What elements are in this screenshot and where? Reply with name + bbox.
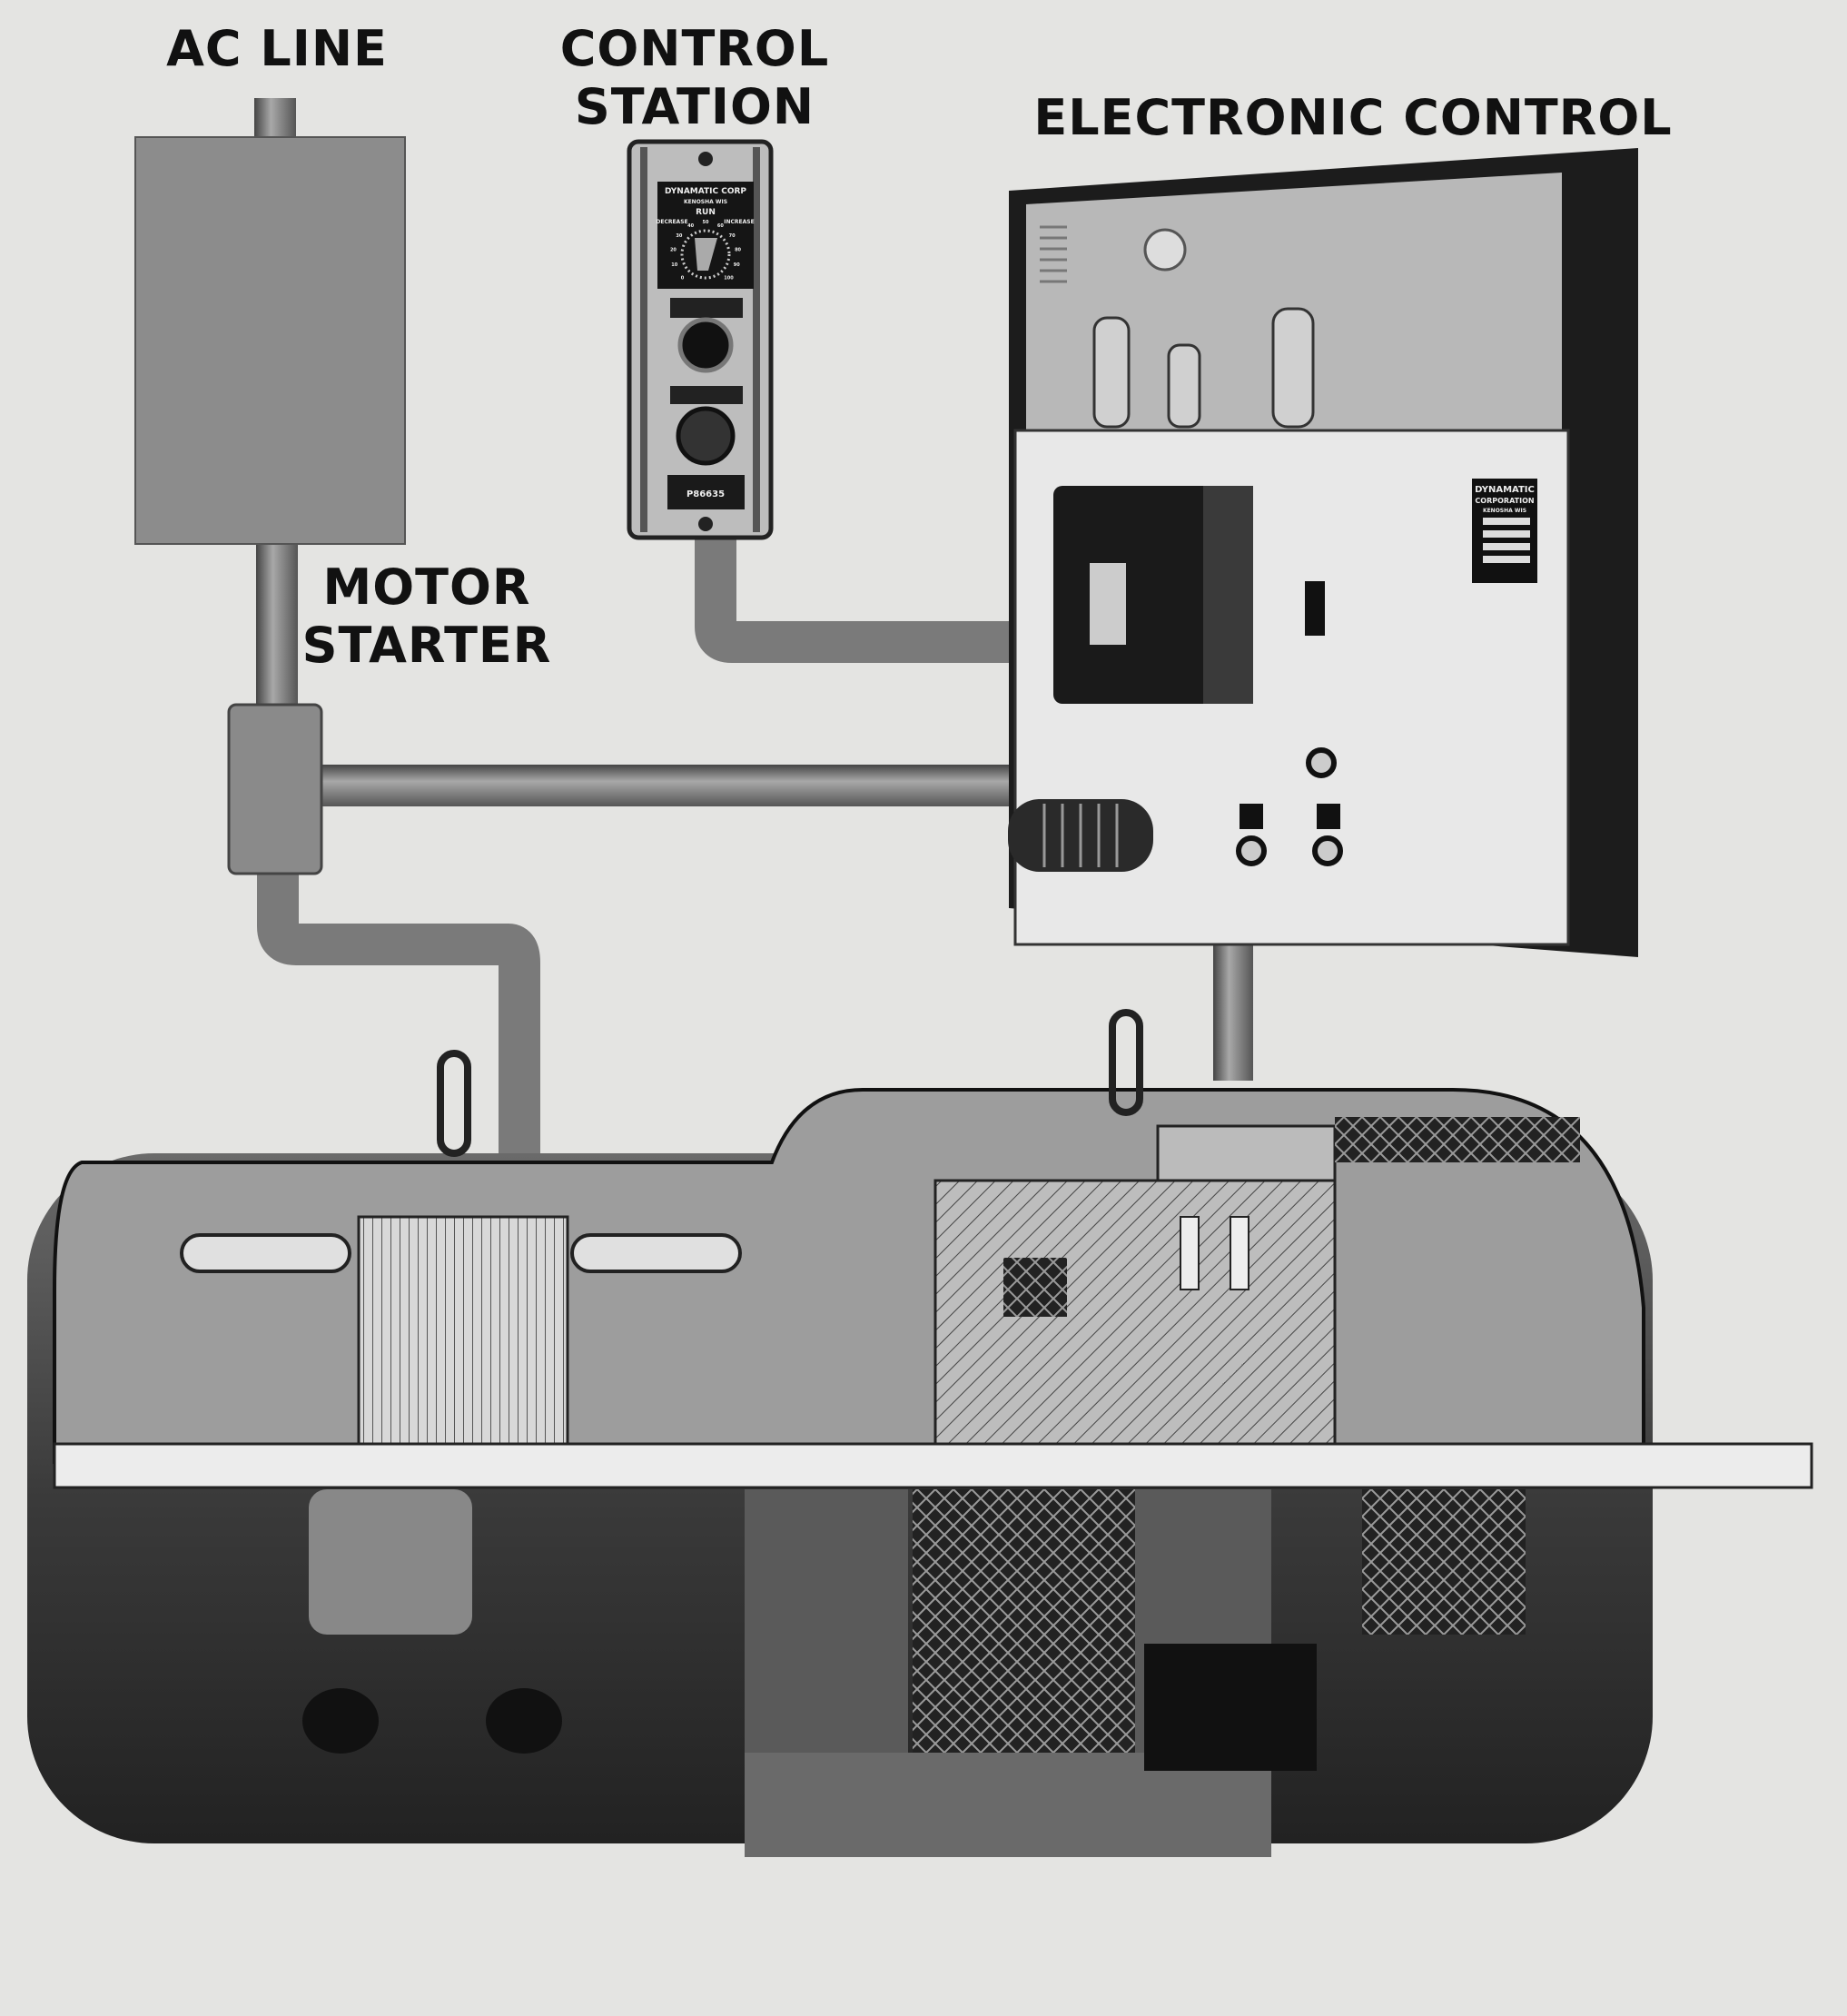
speed-knob[interactable] [695,238,717,271]
control-station-maker: DYNAMATIC CORP [665,187,746,196]
motor-starter-label-line2: STARTER [301,617,552,674]
dial-tick-label: 30 [676,233,682,239]
vacuum-tube [1271,307,1315,429]
decrease-label: DECREASE [656,219,687,225]
vacuum-tube [1167,343,1201,429]
control-station-label-line2: STATION [574,78,815,135]
motor-starter-label-line1: MOTOR [322,558,531,616]
dial-tick-label: 90 [734,262,740,268]
vacuum-tube [1092,316,1131,429]
electronic-control-label: ELECTRONIC CONTROL [1033,89,1673,146]
speed-dial[interactable] [680,229,731,280]
dial-tick-label: 0 [681,275,685,281]
dial-tick-label: 40 [687,223,694,229]
nameplate-maker2: CORPORATION [1475,497,1534,505]
electronic-control-cabinet: DYNAMATIC CORPORATION KENOSHA WIS [1008,148,1638,957]
start-button[interactable] [677,317,734,373]
dial-tick-label: 100 [724,275,734,281]
adjust-knob[interactable] [1312,835,1343,866]
catalog-number: P86635 [686,489,725,499]
adjust-knob[interactable] [1306,747,1337,778]
ac-line-box [134,136,406,545]
control-station-label-line1: CONTROL [559,20,830,77]
adjust-knob[interactable] [1236,835,1267,866]
dial-tick-label: 70 [729,233,736,239]
motor-starter-box [227,703,323,875]
control-station-label: CONTROL STATION [545,20,844,136]
control-station-mode: RUN [696,208,716,217]
motor-shaft [53,1442,1813,1489]
control-station-city: KENOSHA WIS [684,199,727,205]
dial-tick-label: 50 [703,220,709,225]
dial-tick-label: 60 [717,223,724,229]
stop-button[interactable] [676,406,736,466]
ac-line-label: AC LINE [166,20,388,77]
motor-starter-label: MOTOR STARTER [300,558,554,675]
control-station: DYNAMATIC CORP KENOSHA WIS RUN DECREASE … [627,139,774,540]
dial-tick-label: 10 [671,262,677,268]
dial-tick-label: 80 [735,247,741,252]
dial-tick-label: 20 [670,247,677,252]
motor-cutaway [27,1009,1813,1857]
increase-label: INCREASE [724,219,754,225]
nameplate-city: KENOSHA WIS [1483,508,1526,514]
nameplate-maker: DYNAMATIC [1475,485,1535,495]
